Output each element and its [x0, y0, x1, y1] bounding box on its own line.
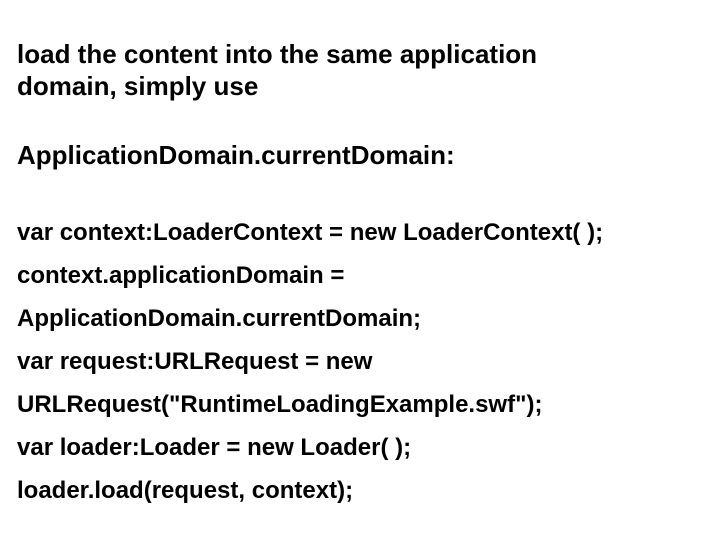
title-line-2: domain, simply use: [17, 71, 259, 101]
code-line-6: var loader:Loader = new Loader( );: [17, 434, 412, 461]
code-line-7: loader.load(request, context);: [17, 477, 354, 504]
code-line-5: URLRequest("RuntimeLoadingExample.swf");: [17, 391, 543, 418]
code-line-4: var request:URLRequest = new: [17, 348, 373, 375]
subtitle-application-domain: ApplicationDomain.currentDomain:: [17, 140, 455, 170]
title-line-1: load the content into the same applicati…: [17, 39, 538, 69]
code-line-3: ApplicationDomain.currentDomain;: [17, 305, 422, 332]
slide-title: load the content into the same applicati…: [17, 38, 690, 102]
code-line-2: context.applicationDomain =: [17, 262, 345, 289]
code-line-1: var context:LoaderContext = new LoaderCo…: [17, 219, 604, 246]
code-block: var context:LoaderContext = new LoaderCo…: [17, 218, 690, 506]
